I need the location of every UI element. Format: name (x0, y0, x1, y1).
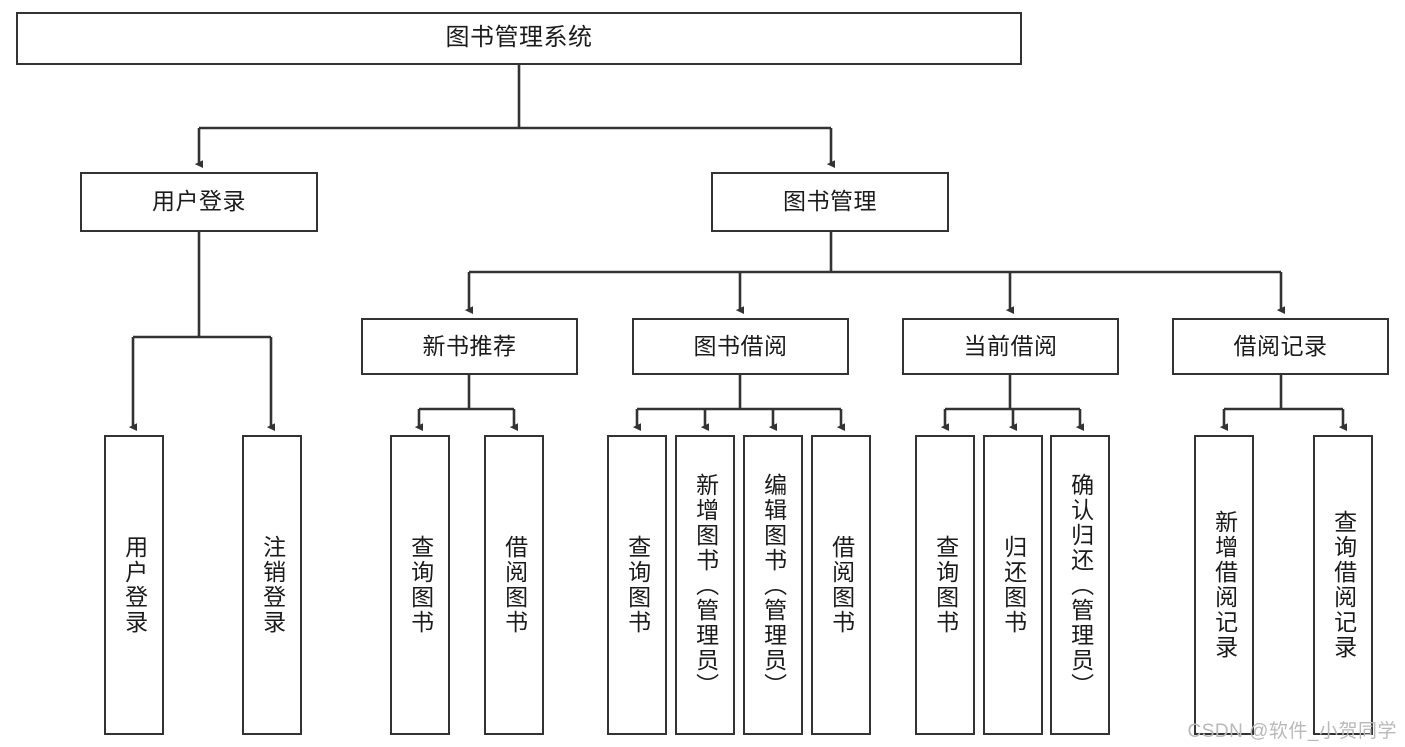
node-leaf-borrow-book[interactable]: 借阅图书 (811, 435, 871, 735)
node-leaf-logout[interactable]: 注销登录 (242, 435, 302, 735)
node-leaf-search-book-borrow-label: 查询图书 (624, 535, 651, 635)
node-leaf-search-book-current[interactable]: 查询图书 (915, 435, 975, 735)
node-current-borrow[interactable]: 当前借阅 (902, 318, 1119, 375)
node-current-borrow-label: 当前借阅 (963, 332, 1058, 359)
node-new-book-recommend-label: 新书推荐 (422, 332, 517, 359)
watermark: CSDN @软件_小贺同学 (1187, 721, 1397, 742)
node-leaf-logout-label: 注销登录 (259, 535, 286, 635)
node-leaf-search-borrow-record-label: 查询借阅记录 (1330, 510, 1357, 660)
node-leaf-add-book-admin[interactable]: 新增图书（管理员） (675, 435, 735, 735)
node-new-book-recommend[interactable]: 新书推荐 (361, 318, 578, 375)
node-leaf-search-book-recommend[interactable]: 查询图书 (390, 435, 450, 735)
node-leaf-borrow-book-recommend[interactable]: 借阅图书 (484, 435, 544, 735)
node-leaf-edit-book-admin-label: 编辑图书（管理员） (760, 472, 787, 698)
node-leaf-add-borrow-record[interactable]: 新增借阅记录 (1194, 435, 1254, 735)
node-leaf-confirm-return-admin[interactable]: 确认归还（管理员） (1050, 435, 1110, 735)
node-leaf-return-book[interactable]: 归还图书 (983, 435, 1043, 735)
node-leaf-return-book-label: 归还图书 (1000, 535, 1027, 635)
node-book-borrow[interactable]: 图书借阅 (632, 318, 849, 375)
node-leaf-user-login[interactable]: 用户登录 (104, 435, 164, 735)
node-book-management[interactable]: 图书管理 (711, 172, 949, 232)
node-leaf-search-book-recommend-label: 查询图书 (407, 535, 434, 635)
node-leaf-borrow-book-recommend-label: 借阅图书 (501, 535, 528, 635)
node-borrow-record-label: 借阅记录 (1233, 332, 1328, 359)
node-leaf-search-book-current-label: 查询图书 (932, 535, 959, 635)
node-book-management-label: 图书管理 (783, 188, 877, 215)
node-leaf-search-borrow-record[interactable]: 查询借阅记录 (1313, 435, 1373, 735)
node-leaf-borrow-book-label: 借阅图书 (828, 535, 855, 635)
node-leaf-edit-book-admin[interactable]: 编辑图书（管理员） (743, 435, 803, 735)
node-root-system-label: 图书管理系统 (445, 24, 593, 52)
node-borrow-record[interactable]: 借阅记录 (1172, 318, 1389, 375)
node-user-login-label: 用户登录 (152, 188, 246, 215)
node-leaf-user-login-label: 用户登录 (121, 535, 148, 635)
node-leaf-add-book-admin-label: 新增图书（管理员） (692, 472, 719, 698)
node-leaf-search-book-borrow[interactable]: 查询图书 (607, 435, 667, 735)
node-leaf-add-borrow-record-label: 新增借阅记录 (1211, 510, 1238, 660)
node-root-system[interactable]: 图书管理系统 (16, 12, 1022, 65)
node-book-borrow-label: 图书借阅 (693, 332, 788, 359)
node-user-login[interactable]: 用户登录 (80, 172, 318, 232)
node-leaf-confirm-return-admin-label: 确认归还（管理员） (1067, 472, 1094, 698)
